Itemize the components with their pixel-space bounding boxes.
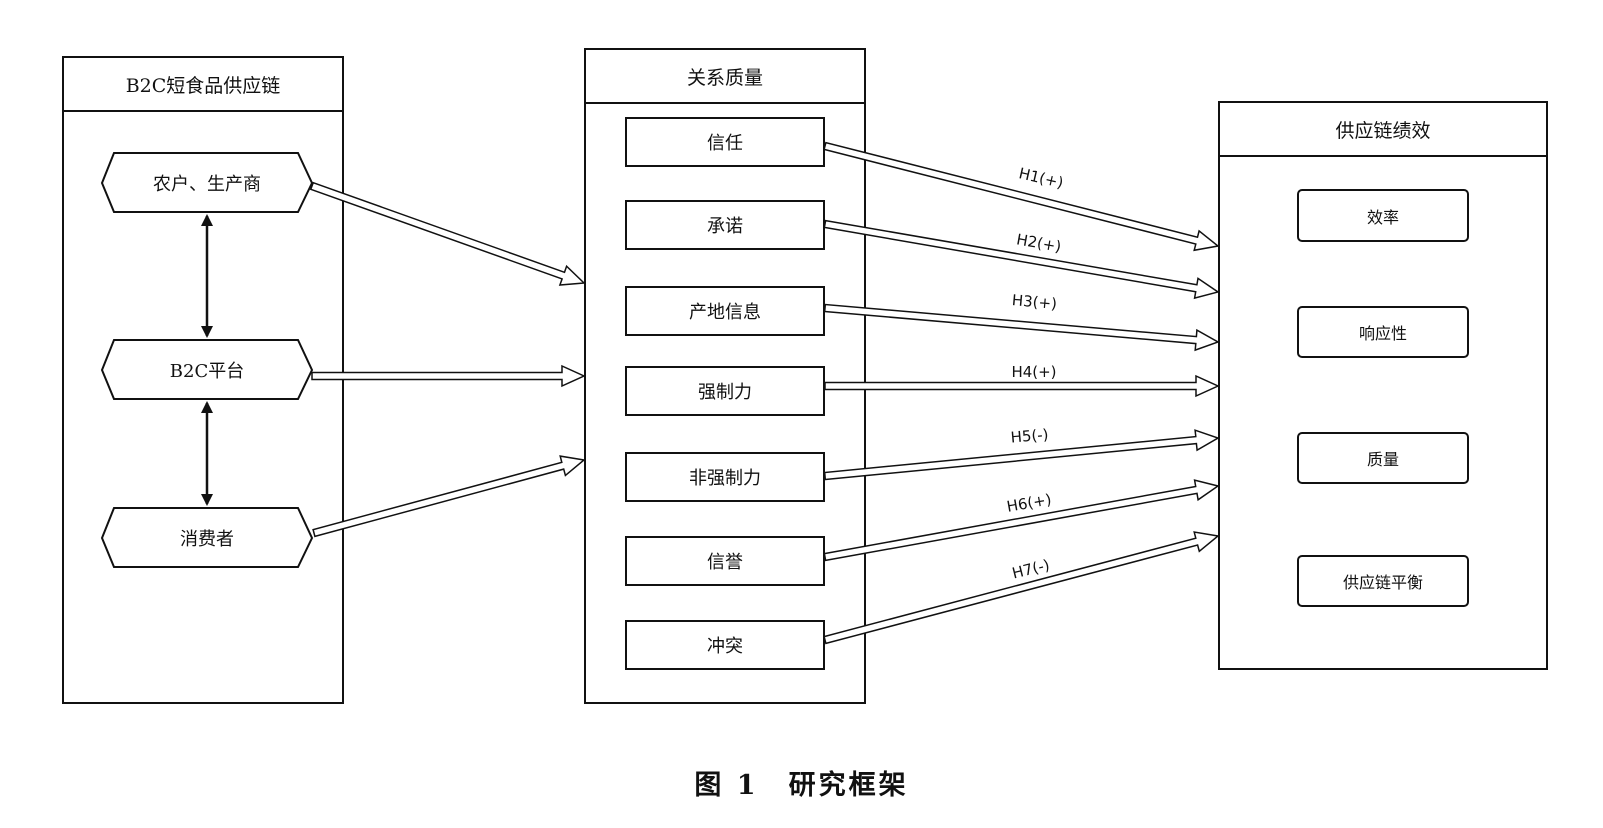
- arrow-platform-to-quality: [311, 364, 586, 388]
- item-responsiveness: 响应性: [1297, 306, 1469, 358]
- item-coercive-power: 强制力: [625, 366, 825, 416]
- item-conflict: 冲突: [625, 620, 825, 670]
- item-efficiency: 效率: [1297, 189, 1469, 242]
- hypothesis-label-5: H5(-): [1010, 425, 1049, 446]
- arrow-farmer-to-quality: [309, 181, 586, 286]
- arrow-hypothesis-1: [823, 141, 1220, 252]
- node-hexagon: [100, 507, 314, 568]
- item-reputation: 信誉: [625, 536, 825, 586]
- hollow-arrows: [309, 141, 1220, 645]
- hypothesis-label-4: H4(+): [1011, 363, 1056, 381]
- item-quality: 质量: [1297, 432, 1469, 484]
- item-noncoercive-power: 非强制力: [625, 452, 825, 502]
- item-commitment: 承诺: [625, 200, 825, 250]
- arrow-hypothesis-2: [823, 219, 1220, 300]
- left-panel-title: B2C短食品供应链: [64, 58, 342, 112]
- arrow-hypothesis-4: [824, 374, 1220, 398]
- right-panel-title: 供应链绩效: [1220, 103, 1546, 157]
- hypothesis-label-2: H2(+): [1015, 230, 1063, 256]
- arrow-hypothesis-6: [823, 479, 1220, 562]
- node-consumer: 消费者: [180, 528, 234, 550]
- arrow-consumer-to-quality: [312, 455, 586, 538]
- node-b2c-platform: B2C平台: [169, 360, 245, 382]
- hypothesis-label-3: H3(+): [1011, 291, 1058, 313]
- figure-caption: 图 1 研究框架: [694, 770, 909, 801]
- hypothesis-label-1: H1(+): [1017, 164, 1065, 192]
- middle-panel-title: 关系质量: [586, 50, 864, 104]
- arrow-hypothesis-5: [823, 429, 1220, 481]
- arrow-hypothesis-3: [823, 303, 1220, 352]
- item-supply-chain-balance: 供应链平衡: [1297, 555, 1469, 607]
- node-farmer-producer: 农户、生产商: [153, 173, 261, 195]
- node-hexagon: [100, 339, 314, 400]
- node-hexagon: [100, 152, 314, 213]
- hypothesis-label-6: H6(+): [1005, 490, 1053, 516]
- item-trust: 信任: [625, 117, 825, 167]
- item-origin-info: 产地信息: [625, 286, 825, 336]
- arrow-hypothesis-7: [823, 531, 1220, 645]
